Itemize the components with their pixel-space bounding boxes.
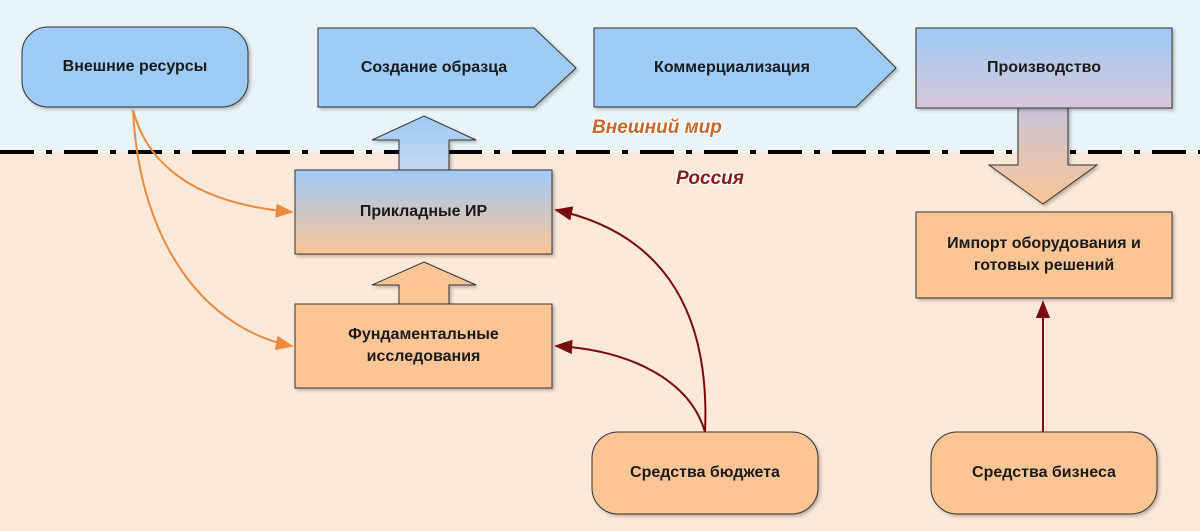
label-external-resources: Внешние ресурсы xyxy=(62,58,208,75)
region-label-outer-world: Внешний мир xyxy=(592,117,722,138)
node-production xyxy=(915,27,1173,109)
label-production: Производство xyxy=(986,59,1102,76)
node-fundamental-research xyxy=(294,303,553,389)
node-import xyxy=(915,211,1173,299)
label-import: Импорт оборудования и готовых решений xyxy=(947,235,1141,274)
label-commercialization: Коммерциализация xyxy=(654,58,810,76)
block-arrow-fundamental-to-applied xyxy=(371,261,477,305)
edge-external-to-fundamental xyxy=(132,109,294,350)
label-prototype: Создание образца xyxy=(360,58,508,76)
edge-budget-to-fundamental xyxy=(554,339,706,433)
block-arrow-applied-to-prototype xyxy=(371,115,477,171)
node-prototype xyxy=(317,27,577,108)
label-fundamental-research: Фундаментальные исследования xyxy=(348,326,499,365)
edge-external-to-applied xyxy=(132,109,294,218)
node-commercialization xyxy=(593,27,897,108)
label-budget-funds: Средства бюджета xyxy=(630,464,780,481)
node-applied-rd xyxy=(294,169,553,255)
node-external-resources xyxy=(21,26,249,108)
block-arrow-production-to-import xyxy=(987,107,1099,205)
label-applied-rd: Прикладные ИР xyxy=(359,203,488,220)
edge-budget-to-applied xyxy=(554,206,707,433)
label-business-funds: Средства бизнеса xyxy=(972,464,1116,481)
region-label-russia: Россия xyxy=(676,168,744,189)
